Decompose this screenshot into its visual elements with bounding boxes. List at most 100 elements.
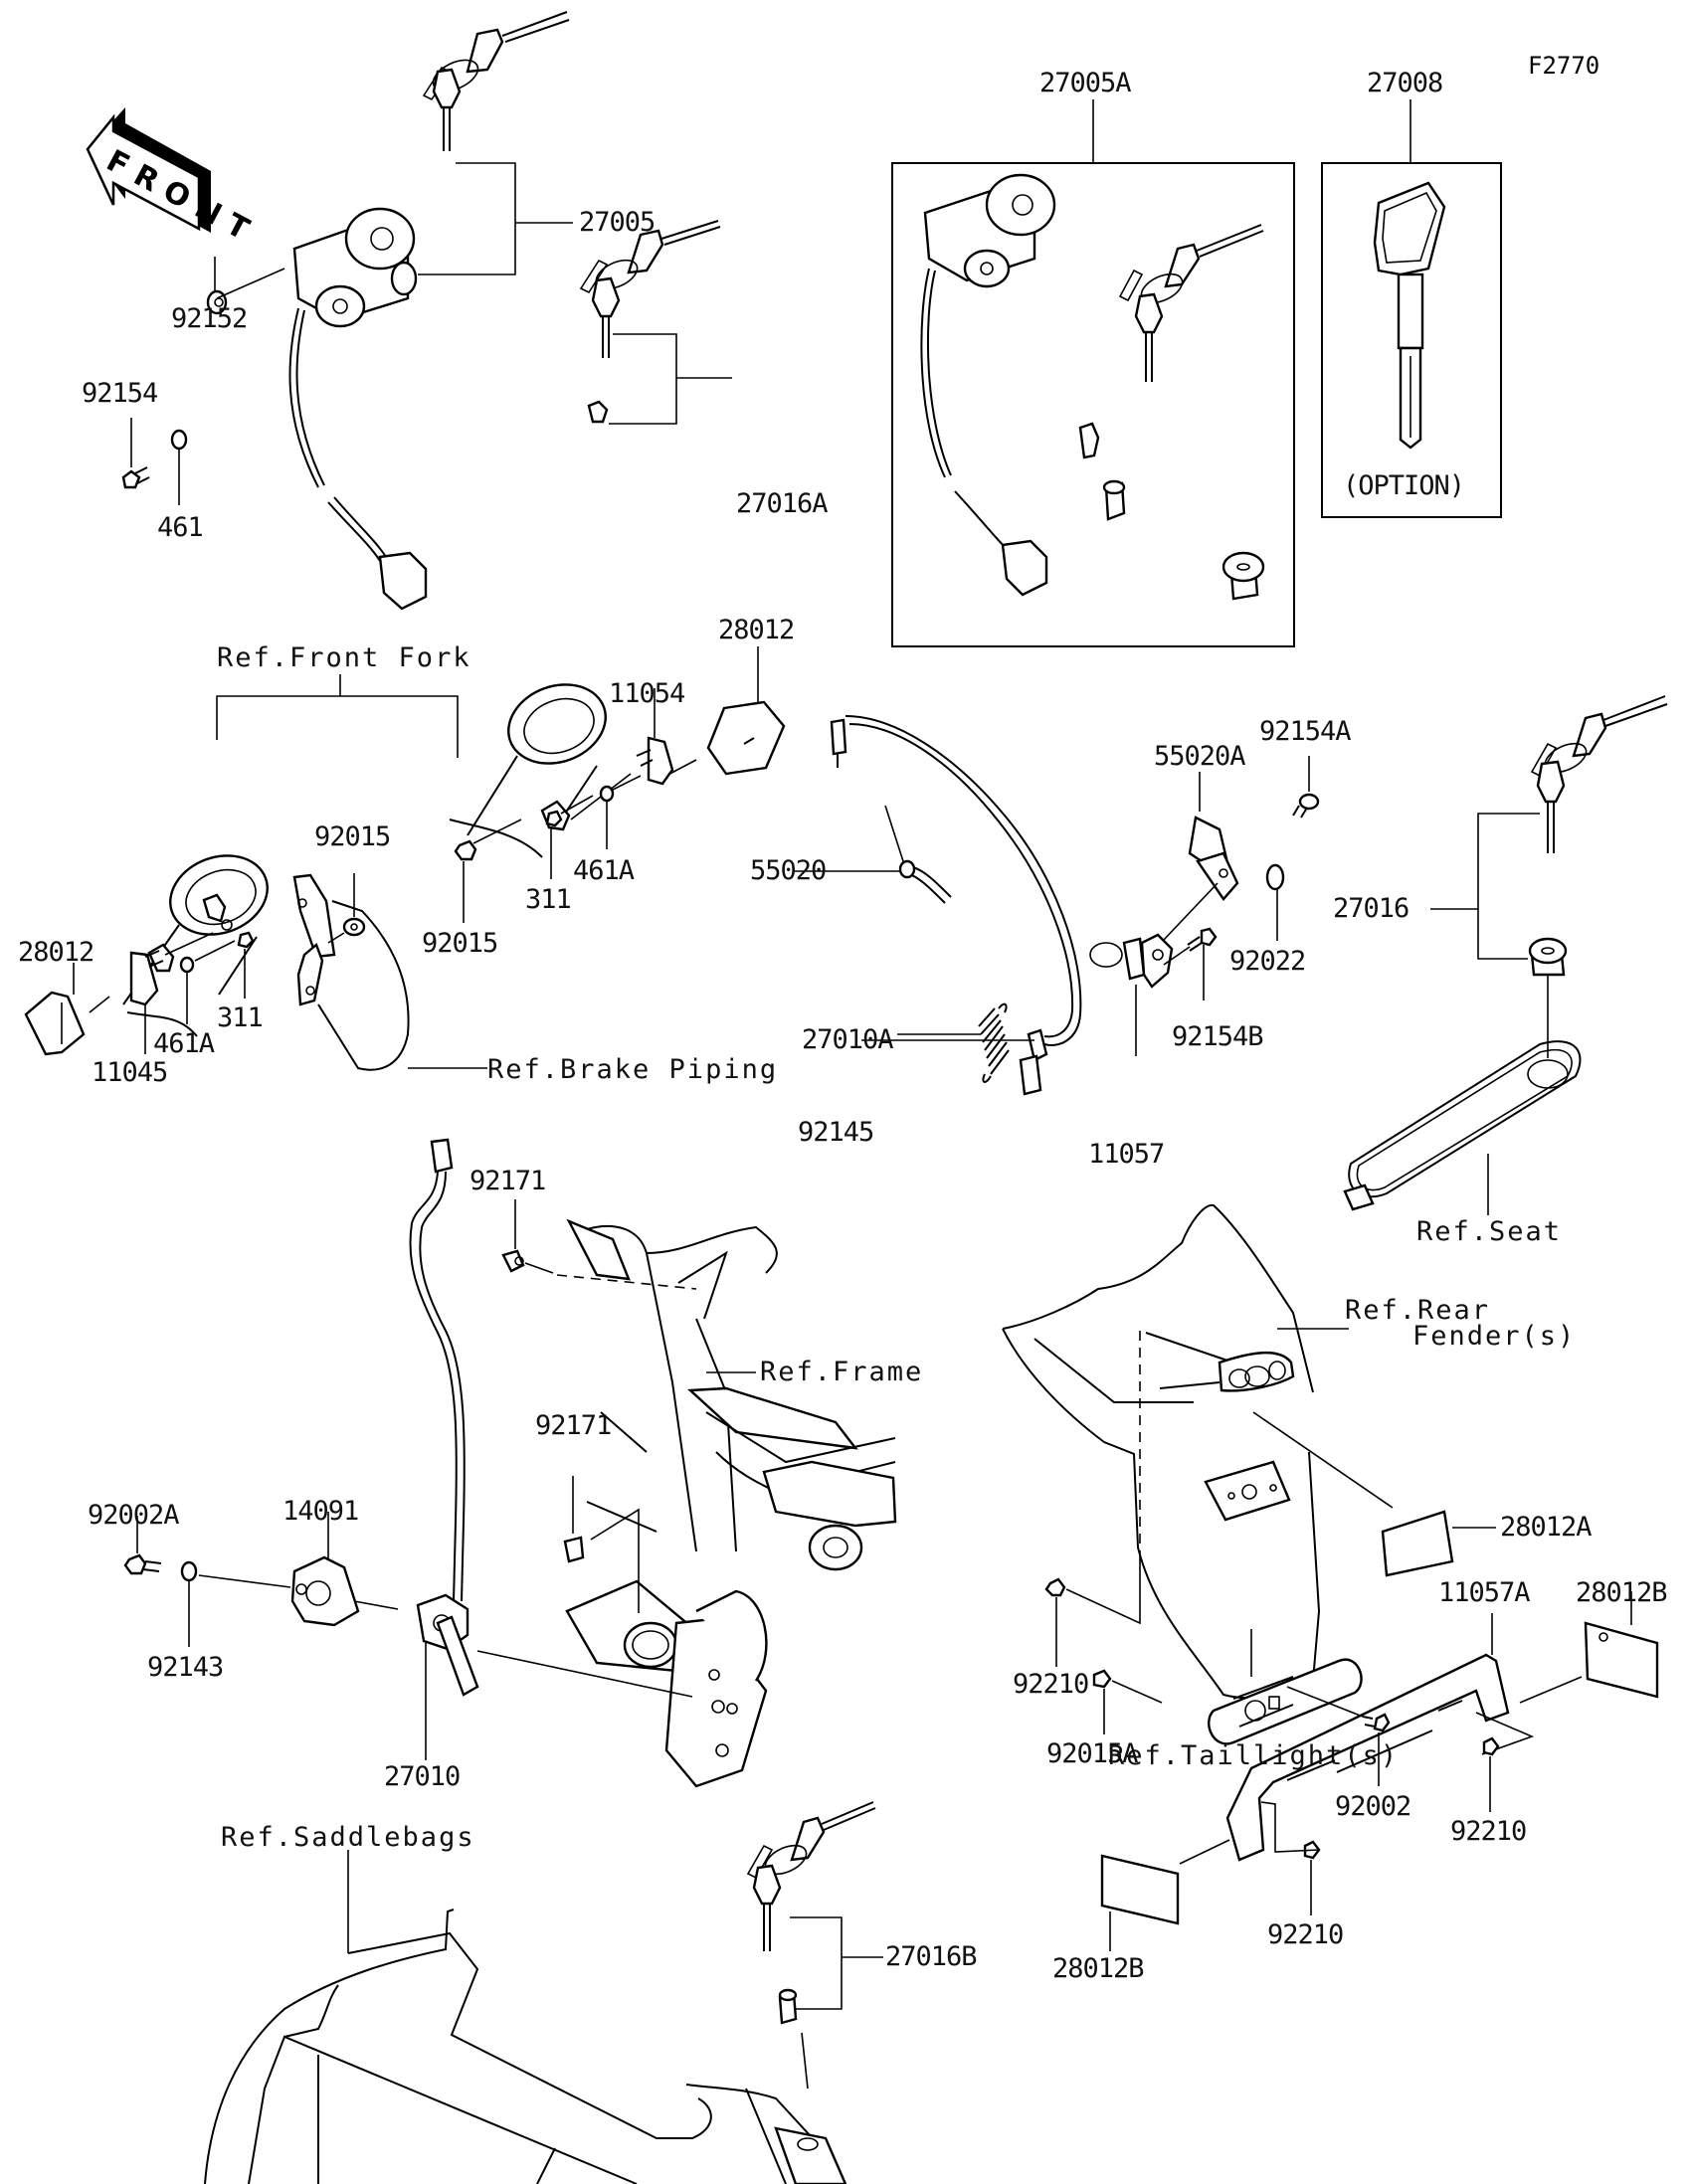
- part-label-11045[interactable]: 11045: [92, 1057, 168, 1088]
- reflector-28012A[interactable]: [1381, 1510, 1496, 1577]
- ref-front-fork: Ref.Front Fork: [217, 642, 471, 673]
- part-label-92015-a[interactable]: 92015: [314, 821, 391, 852]
- nut-311-b[interactable]: [237, 931, 255, 999]
- part-label-92002A[interactable]: 92002A: [88, 1500, 180, 1531]
- washer-461A-a[interactable]: [599, 775, 642, 849]
- bracket-brake-piping: [292, 873, 487, 1071]
- bolt-92002A[interactable]: [123, 1516, 162, 1575]
- washer-92143[interactable]: [180, 1560, 291, 1647]
- nut-92210-b[interactable]: [1482, 1736, 1500, 1812]
- nut-92210-c[interactable]: [1260, 1801, 1321, 1915]
- ref-frame: Ref.Frame: [760, 1357, 924, 1387]
- part-label-92152[interactable]: 92152: [171, 303, 248, 334]
- front-arrow-icon: F R O N T: [86, 107, 255, 248]
- part-label-92210-a[interactable]: 92210: [1013, 1669, 1089, 1700]
- part-label-92015-b[interactable]: 92015: [422, 928, 498, 959]
- fastener-92152[interactable]: [206, 257, 285, 315]
- part-label-92154A[interactable]: 92154A: [1259, 716, 1352, 747]
- part-label-311-a[interactable]: 311: [525, 884, 572, 915]
- nut-92015-b[interactable]: [454, 819, 522, 923]
- reflector-28012B-b[interactable]: [1100, 1839, 1230, 1951]
- cover-14091[interactable]: [290, 1512, 399, 1627]
- part-label-11057[interactable]: 11057: [1088, 1139, 1165, 1170]
- key-set-27016B[interactable]: [746, 1801, 883, 2090]
- reflector-28012-left[interactable]: [24, 963, 110, 1056]
- part-label-92154[interactable]: 92154: [82, 378, 158, 409]
- clip-92171-b[interactable]: [563, 1476, 640, 1613]
- washer-92022[interactable]: [1265, 863, 1285, 941]
- part-label-14091[interactable]: 14091: [282, 1496, 359, 1527]
- part-label-27016A[interactable]: 27016A: [736, 488, 829, 519]
- part-label-28012-top[interactable]: 28012: [718, 615, 795, 645]
- cable-27010A[interactable]: [830, 715, 1082, 1096]
- part-label-55020[interactable]: 55020: [750, 855, 827, 886]
- part-label-11057A[interactable]: 11057A: [1438, 1577, 1531, 1608]
- part-label-461[interactable]: 461: [157, 512, 204, 543]
- ref-saddlebags: Ref.Saddlebags: [221, 1822, 475, 1853]
- part-label-28012B-a[interactable]: 28012B: [1576, 1577, 1668, 1608]
- part-label-92154B[interactable]: 92154B: [1172, 1021, 1264, 1052]
- bracket-11045[interactable]: [129, 932, 214, 1054]
- part-label-92210-c[interactable]: 92210: [1267, 1919, 1344, 1950]
- bracket-55020A[interactable]: [1143, 772, 1239, 962]
- part-label-28012B-b[interactable]: 28012B: [1052, 1953, 1145, 1984]
- part-label-11054[interactable]: 11054: [609, 678, 685, 709]
- nut-92015-a[interactable]: [327, 873, 366, 944]
- part-label-311-b[interactable]: 311: [217, 1002, 264, 1033]
- ref-taillight: Ref.Taillight(s): [1108, 1740, 1400, 1771]
- part-label-92143[interactable]: 92143: [147, 1652, 224, 1683]
- part-label-92171-b[interactable]: 92171: [535, 1410, 612, 1441]
- clip-92171-a[interactable]: [501, 1199, 697, 1290]
- cable-27010[interactable]: [409, 1138, 479, 1760]
- part-label-27008[interactable]: 27008: [1367, 68, 1443, 98]
- bolt-92154B[interactable]: [1163, 927, 1218, 1001]
- ignition-switch-27005[interactable]: [288, 11, 573, 611]
- bracket-11054[interactable]: [570, 688, 674, 820]
- part-label-28012-left[interactable]: 28012: [18, 937, 94, 968]
- washer-461[interactable]: [170, 429, 188, 505]
- front-fork-reference: [122, 674, 607, 1037]
- ref-rear-fender-line2: Fender(s): [1412, 1321, 1577, 1352]
- part-label-27016[interactable]: 27016: [1333, 893, 1409, 924]
- part-label-27010A[interactable]: 27010A: [802, 1024, 894, 1055]
- washer-461A-b[interactable]: [179, 940, 236, 1024]
- ref-brake-piping: Ref.Brake Piping: [487, 1054, 779, 1085]
- part-label-55020A[interactable]: 55020A: [1154, 741, 1246, 772]
- part-label-461A-b[interactable]: 461A: [153, 1028, 215, 1059]
- part-label-27005[interactable]: 27005: [579, 207, 656, 238]
- bracket-11057A[interactable]: [1208, 1613, 1583, 1862]
- part-label-27016B[interactable]: 27016B: [885, 1941, 978, 1972]
- part-label-92022[interactable]: 92022: [1229, 946, 1306, 977]
- reflector-28012-top[interactable]: [658, 646, 786, 781]
- nut-92015A[interactable]: [1092, 1669, 1163, 1734]
- part-label-92210-b[interactable]: 92210: [1450, 1816, 1527, 1847]
- seat-reference: [1343, 1040, 1582, 1215]
- ignition-kit-box-27005A[interactable]: [891, 99, 1295, 647]
- part-label-27010[interactable]: 27010: [384, 1761, 461, 1792]
- ref-rear-fender-line1: Ref.Rear: [1345, 1295, 1491, 1326]
- figure-id: F2770: [1528, 52, 1600, 80]
- part-label-92015A[interactable]: 92015A: [1046, 1738, 1139, 1769]
- bolt-92154[interactable]: [121, 418, 150, 489]
- seat-lock-27016[interactable]: [1430, 695, 1668, 1058]
- part-label-92171-a[interactable]: 92171: [470, 1166, 546, 1196]
- nut-92210-a[interactable]: [1044, 1551, 1141, 1667]
- spring-92145[interactable]: [897, 1002, 1010, 1083]
- option-key-27008[interactable]: [1321, 99, 1502, 518]
- reflector-28012B-a[interactable]: [1584, 1591, 1659, 1699]
- part-label-28012A[interactable]: 28012A: [1500, 1512, 1593, 1543]
- frame-reference: [476, 1218, 897, 1788]
- part-label-27005A[interactable]: 27005A: [1039, 68, 1132, 98]
- part-label-461A-a[interactable]: 461A: [573, 855, 635, 886]
- part-label-92145[interactable]: 92145: [798, 1117, 874, 1148]
- grommet-55020[interactable]: [794, 805, 952, 904]
- bracket-11057[interactable]: [1089, 933, 1174, 1056]
- bolt-92154A[interactable]: [1292, 756, 1320, 819]
- rear-fender-reference: [1002, 1203, 1394, 1700]
- key-set-27016A[interactable]: [579, 220, 732, 425]
- nut-311-a[interactable]: [545, 795, 594, 879]
- saddlebag-reference: [204, 1850, 847, 2184]
- bolt-92002[interactable]: [1286, 1686, 1391, 1786]
- part-label-92002[interactable]: 92002: [1335, 1791, 1411, 1822]
